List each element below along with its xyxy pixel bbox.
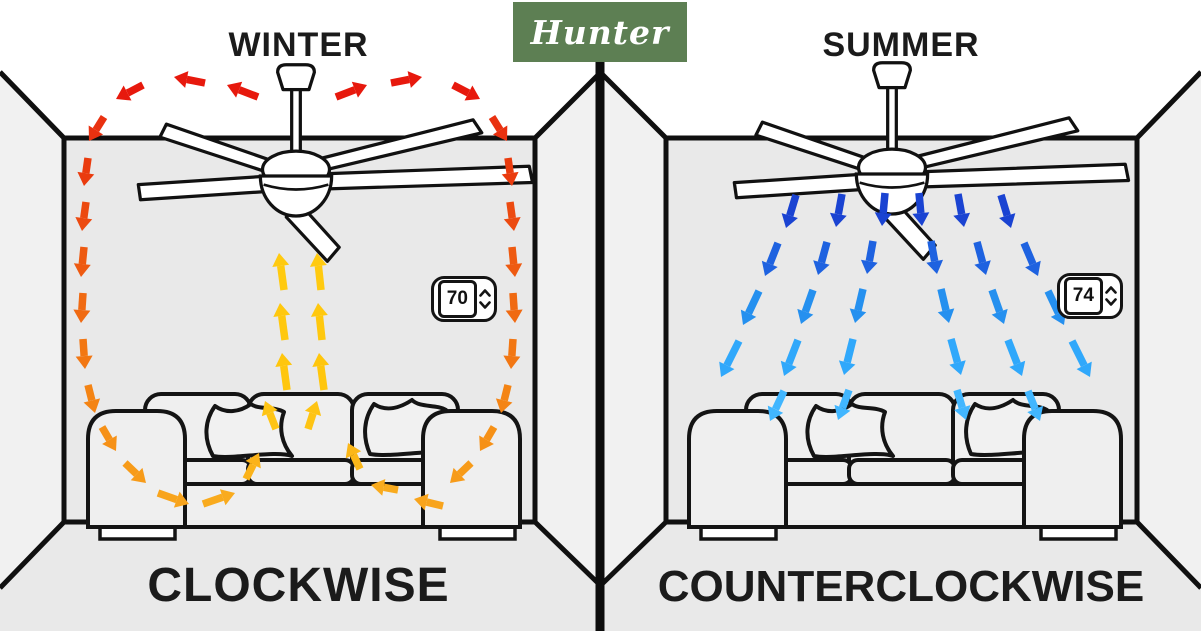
- couch-summer: [687, 392, 1123, 541]
- winter-title: WINTER: [228, 26, 369, 64]
- thermostat-summer-value: 74: [1064, 277, 1103, 315]
- hunter-logo: Hunter: [513, 2, 687, 62]
- thermostat-winter: 70: [431, 276, 497, 322]
- winter-airflow-arrows: [73, 71, 523, 511]
- hunter-logo-text: Hunter: [530, 12, 670, 52]
- summer-airflow-arrows: [719, 192, 1092, 421]
- thermostat-winter-value: 70: [438, 280, 477, 318]
- thermostat-summer: 74: [1057, 273, 1123, 319]
- chevron-up-icon: [479, 289, 492, 297]
- summer-direction-label: COUNTERCLOCKWISE: [657, 562, 1145, 611]
- summer-title: SUMMER: [822, 26, 980, 64]
- couch-winter: [86, 392, 522, 541]
- winter-direction-label: CLOCKWISE: [147, 559, 450, 612]
- chevron-down-icon: [479, 301, 492, 309]
- summer-room: [599, 70, 1201, 631]
- chevron-down-icon: [1105, 298, 1118, 306]
- chevron-up-icon: [1105, 286, 1118, 294]
